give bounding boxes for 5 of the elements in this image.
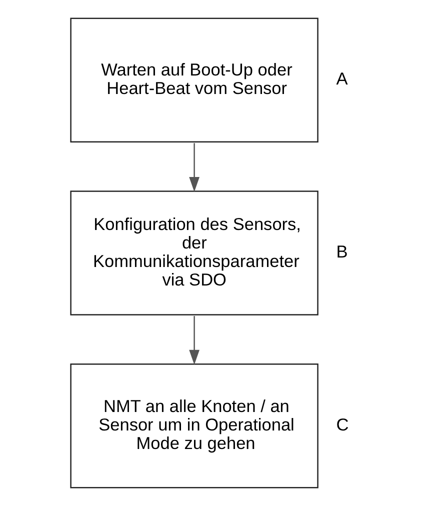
node-label: A (336, 68, 348, 89)
arrow (188, 143, 199, 192)
node-label: C (336, 414, 348, 434)
node-label: B (336, 242, 348, 262)
arrow (188, 316, 199, 365)
